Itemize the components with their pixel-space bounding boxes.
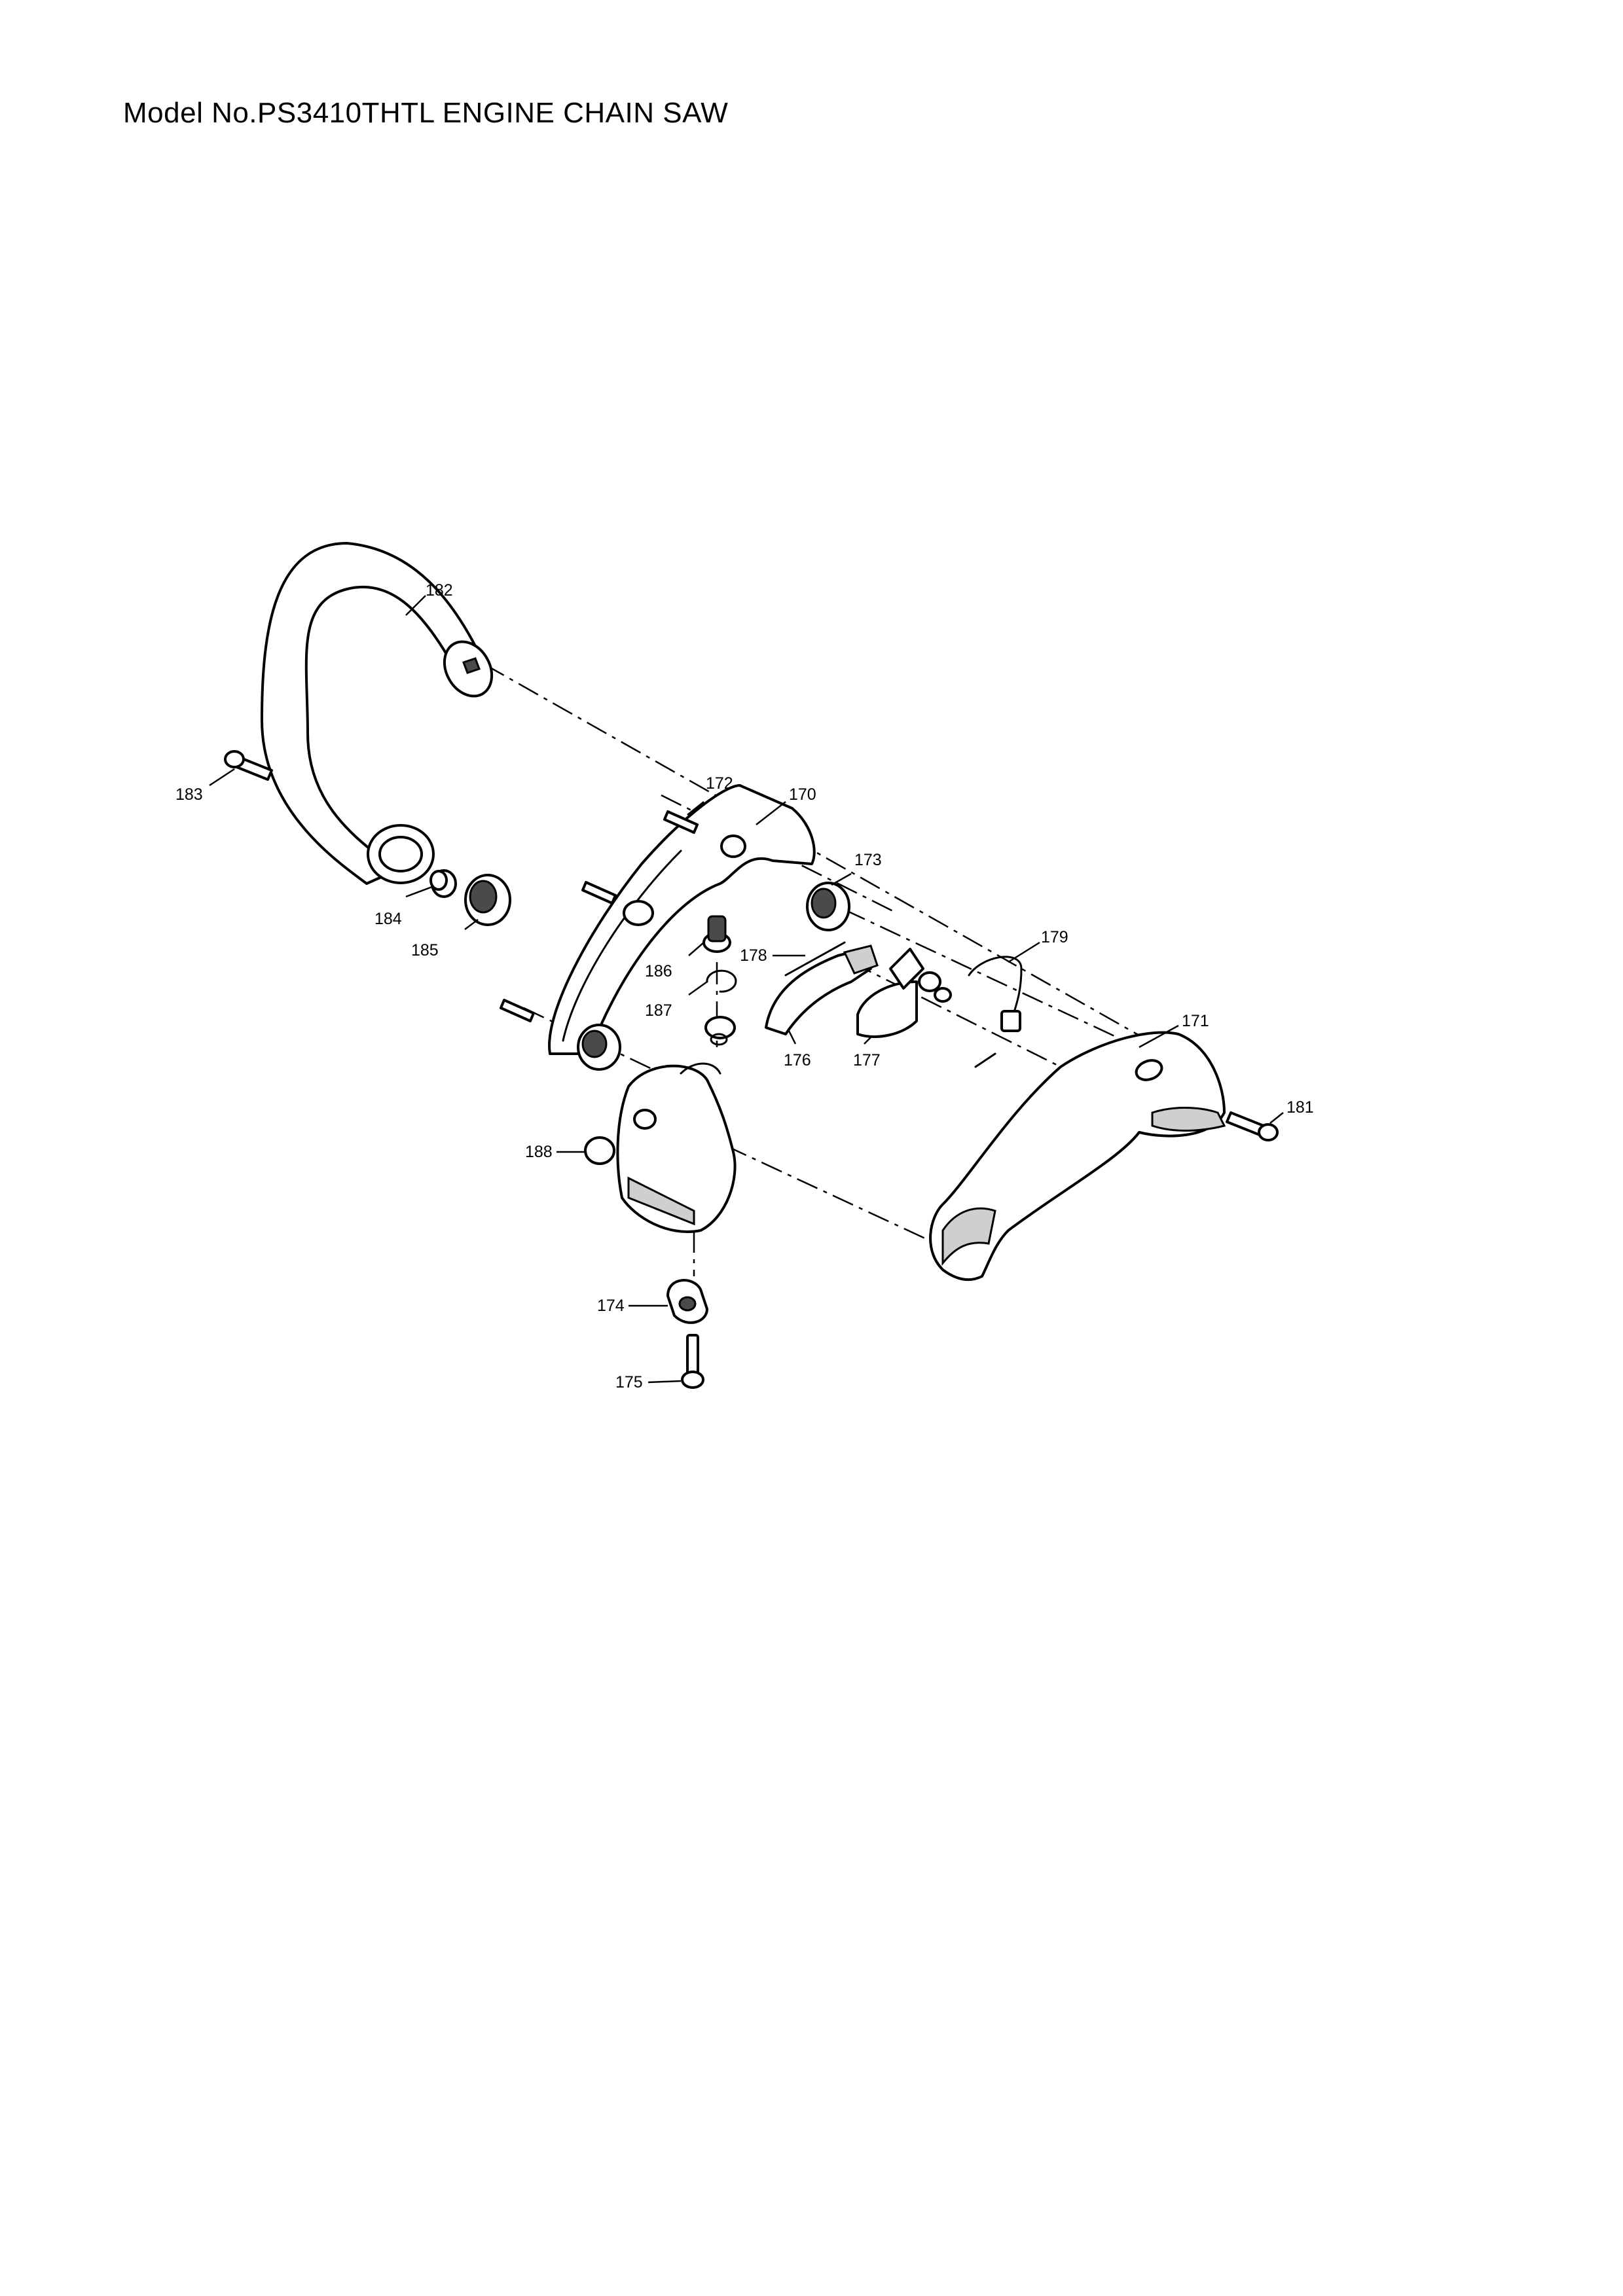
washer	[704, 1016, 736, 1046]
leader-lines	[209, 595, 1284, 1384]
throttle-spring	[784, 941, 846, 977]
knob	[702, 915, 731, 953]
rear-handle-right	[929, 1031, 1226, 1282]
callout-185: 185	[411, 941, 439, 960]
callout-178: 178	[740, 946, 767, 965]
callout-188: 188	[525, 1143, 553, 1161]
handle-bolt	[224, 750, 273, 781]
callout-174: 174	[597, 1297, 625, 1315]
circlip	[706, 969, 737, 993]
callout-182: 182	[426, 581, 453, 600]
callout-177: 177	[853, 1051, 881, 1069]
callout-172: 172	[706, 774, 733, 793]
page-title: Model No.PS3410THTL ENGINE CHAIN SAW	[123, 97, 729, 129]
damper-rear	[806, 882, 850, 931]
clamp-bolt	[681, 1334, 704, 1389]
callout-176: 176	[784, 1051, 811, 1069]
lower-housing	[616, 1062, 737, 1233]
throttle-trigger	[765, 944, 879, 1035]
callout-186: 186	[645, 962, 672, 980]
callout-labels: 182 183 172 170 173 178 179 171 181 184 …	[175, 581, 1314, 1391]
callout-171: 171	[1182, 1012, 1209, 1030]
collar	[429, 869, 457, 898]
callout-181: 181	[1286, 1098, 1314, 1117]
stop-switch-cable	[918, 956, 1023, 1068]
trigger-lockout	[856, 948, 924, 1038]
callout-170: 170	[789, 785, 816, 804]
screw-181	[1226, 1111, 1279, 1141]
damper-lower	[577, 1024, 621, 1071]
callout-187: 187	[645, 1001, 672, 1020]
damper-front	[464, 874, 511, 926]
callout-184: 184	[374, 910, 402, 928]
front-handle-bar	[261, 542, 494, 885]
rear-handle-left	[548, 784, 816, 1055]
callout-179: 179	[1041, 928, 1068, 946]
screw-172	[500, 810, 699, 1022]
plug	[584, 1136, 615, 1165]
callout-173: 173	[854, 851, 882, 869]
callout-183: 183	[175, 785, 203, 804]
callout-175: 175	[615, 1373, 643, 1391]
clamp	[666, 1279, 708, 1324]
